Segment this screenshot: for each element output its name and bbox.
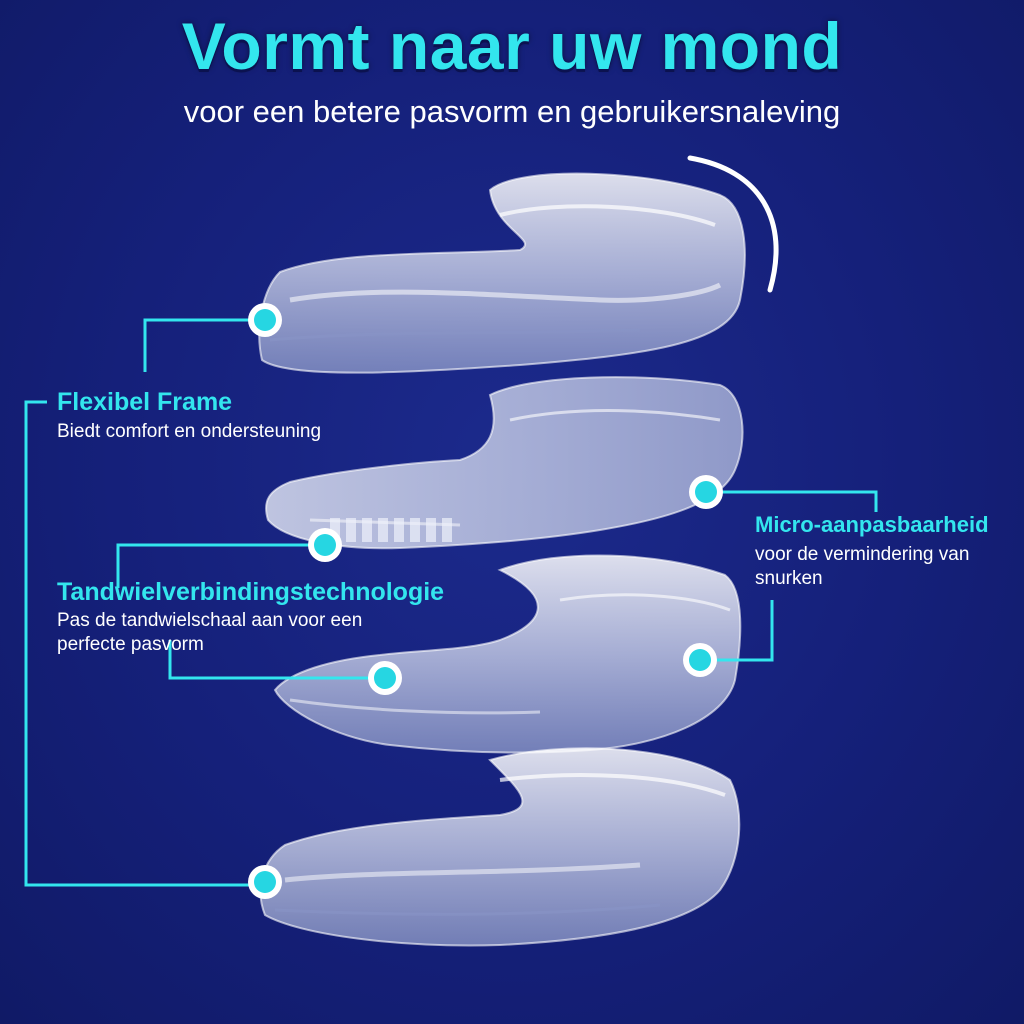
tray-bottom [259,747,741,947]
tray-upper-plate [265,376,744,550]
page-subtitle: voor een betere pasvorm en gebruikersnal… [183,94,841,129]
tray-lower-plate [273,554,742,754]
callout-lines [24,318,878,887]
micro-adjust-title: Micro-aanpasbaarheid [755,512,989,537]
micro-adjust-desc-line1: voor de vermindering van [755,544,970,565]
micro-adjust-desc-line2: snurken [755,568,823,589]
rotation-arc [687,155,779,293]
gear-tech-desc-line2: perfecte pasvorm [57,634,204,655]
tray-top [258,172,746,374]
gear-tech-desc-line1: Pas de tandwielschaal aan voor een [57,610,363,631]
callout-dots [248,303,723,899]
flex-frame-desc: Biedt comfort en ondersteuning [57,421,322,442]
gear-tech-title: Tandwielverbindingstechnologie [57,578,445,606]
page-title: Vormt naar uw mond [181,9,843,83]
flex-frame-title: Flexibel Frame [57,388,233,416]
